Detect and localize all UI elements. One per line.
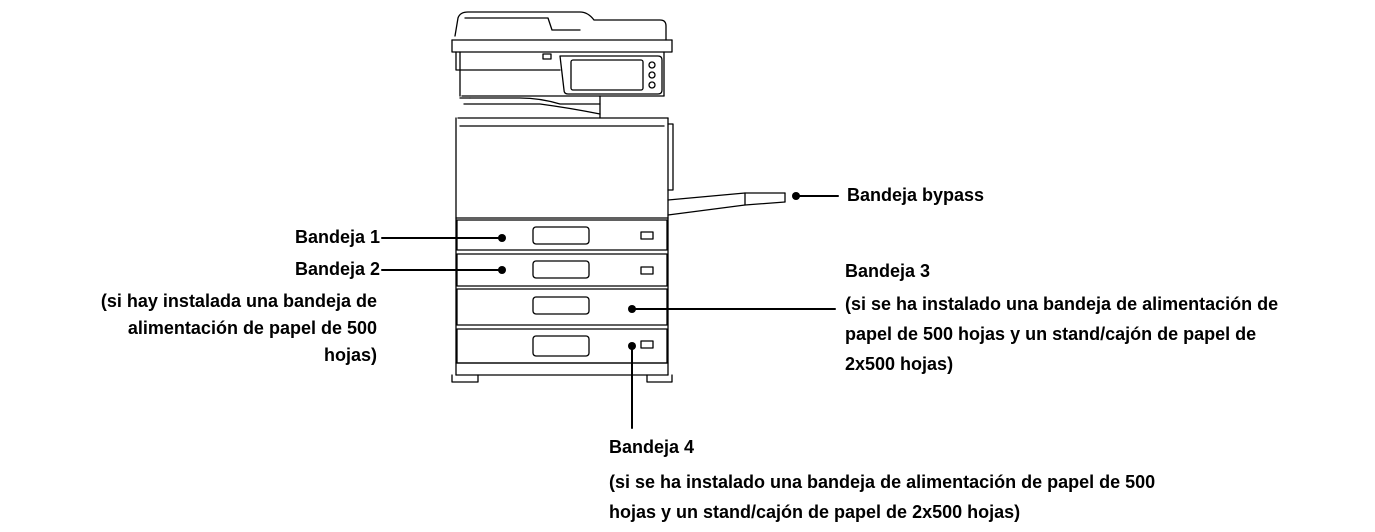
callout-dot xyxy=(498,266,506,274)
callout-dot xyxy=(792,192,800,200)
note-line: hojas y un stand/cajón de papel de 2x500… xyxy=(609,502,1021,522)
tray-handle xyxy=(532,296,590,315)
label-tray-2-note: (si hay instalada una bandeja de aliment… xyxy=(101,288,377,369)
side-cover xyxy=(667,123,674,191)
label-tray-3-note: (si se ha instalado una bandeja de alime… xyxy=(845,289,1278,379)
scanner-body xyxy=(459,51,665,97)
callout-dot xyxy=(628,342,636,350)
main-body xyxy=(455,117,674,376)
note-line: (si se ha instalado una bandeja de alime… xyxy=(845,294,1279,314)
note-line: (si hay instalada una bandeja de xyxy=(100,291,377,311)
touch-screen xyxy=(570,59,644,91)
tray-3-drawer xyxy=(456,288,668,326)
callout-dot xyxy=(498,234,506,242)
note-line: hojas) xyxy=(323,345,377,365)
tray-handle xyxy=(532,335,590,357)
bypass-tray xyxy=(667,192,786,216)
tray-indicator xyxy=(640,340,654,349)
document-feeder xyxy=(451,11,673,71)
tray-1-drawer xyxy=(456,219,668,251)
callout-lines xyxy=(381,195,839,429)
note-line: (si se ha instalado una bandeja de alime… xyxy=(609,472,1156,492)
tray-handle xyxy=(532,226,590,245)
tray-indicator xyxy=(640,231,654,240)
label-tray-3: Bandeja 3 xyxy=(845,261,931,281)
control-panel xyxy=(559,55,663,95)
stand-base xyxy=(451,362,673,383)
tray-handle xyxy=(532,260,590,279)
note-line: papel de 500 hojas y un stand/cajón de p… xyxy=(845,324,1257,344)
note-line: alimentación de papel de 500 xyxy=(127,318,377,338)
callout-dots xyxy=(498,192,800,350)
label-tray-4-note: (si se ha instalado una bandeja de alime… xyxy=(609,467,1155,527)
label-tray-4: Bandeja 4 xyxy=(609,437,695,457)
note-line: 2x500 hojas) xyxy=(845,354,954,374)
panel-button-icon xyxy=(648,61,656,69)
label-tray-1: Bandeja 1 xyxy=(294,227,380,247)
label-tray-2: Bandeja 2 xyxy=(294,259,380,279)
panel-button-icon xyxy=(648,71,656,79)
tray-indicator xyxy=(640,266,654,275)
status-indicator xyxy=(542,53,552,60)
panel-button-icon xyxy=(648,81,656,89)
label-bypass-tray: Bandeja bypass xyxy=(847,185,985,205)
callout-dot xyxy=(628,305,636,313)
output-tray xyxy=(457,95,669,119)
